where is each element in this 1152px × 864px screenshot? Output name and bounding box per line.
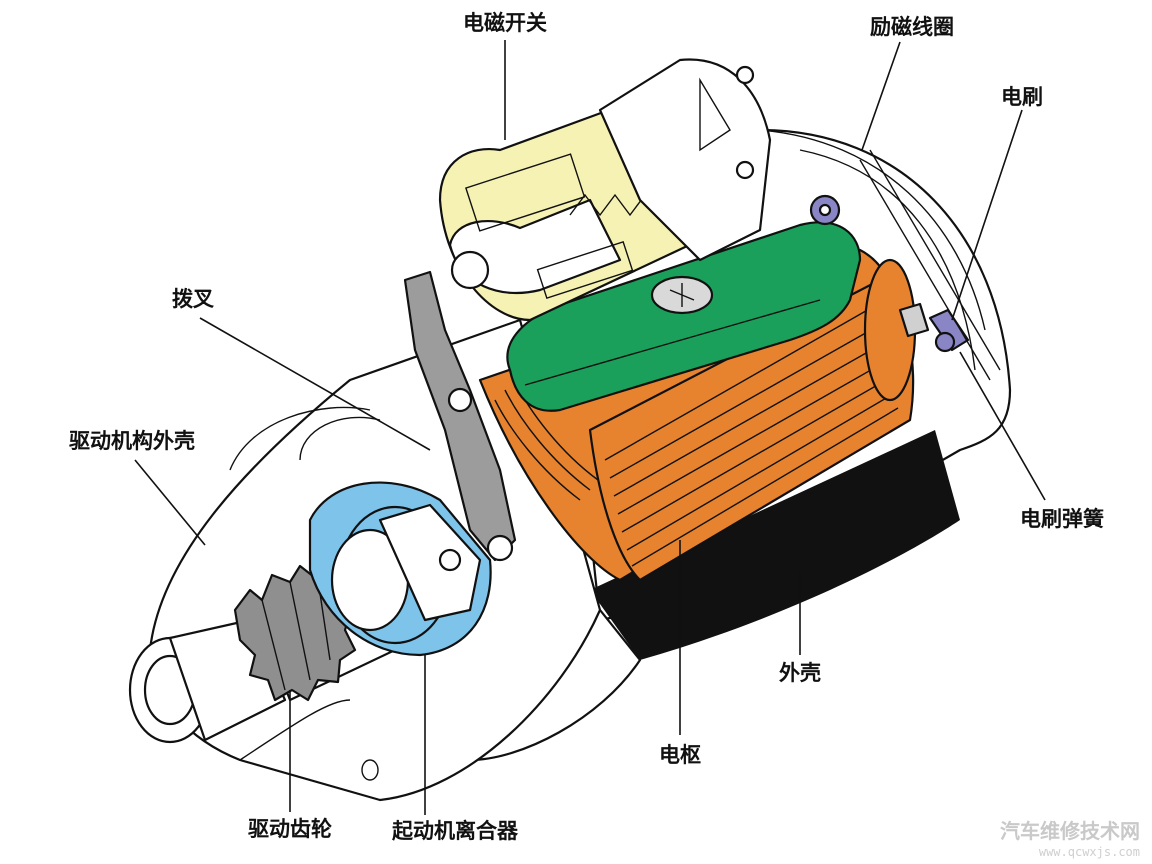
label-overrunning-clutch: 起动机离合器	[391, 819, 519, 843]
label-outer-shell: 外壳	[779, 661, 821, 685]
solenoid-illustration	[438, 58, 772, 322]
brush-assembly-illustration	[809, 149, 1001, 381]
field-coil-illustration	[506, 221, 862, 412]
shift-fork-illustration	[403, 270, 517, 562]
label-drive-housing: 驱动机构外壳	[69, 429, 195, 453]
label-brush: 电刷	[1001, 85, 1043, 109]
label-drive-gear: 驱动齿轮	[248, 817, 332, 841]
leader-lines	[134, 40, 1046, 815]
label-shift-fork: 拨叉	[172, 287, 215, 311]
label-armature: 电枢	[659, 743, 701, 767]
label-solenoid-switch: 电磁开关	[463, 11, 547, 35]
clutch-illustration	[308, 481, 492, 657]
watermark-title: 汽车维修技术网	[1000, 819, 1140, 843]
watermark-url: www.qcwxjs.com	[1039, 845, 1140, 859]
label-brush-spring: 电刷弹簧	[1020, 507, 1104, 531]
label-field-coil: 励磁线圈	[870, 15, 954, 39]
